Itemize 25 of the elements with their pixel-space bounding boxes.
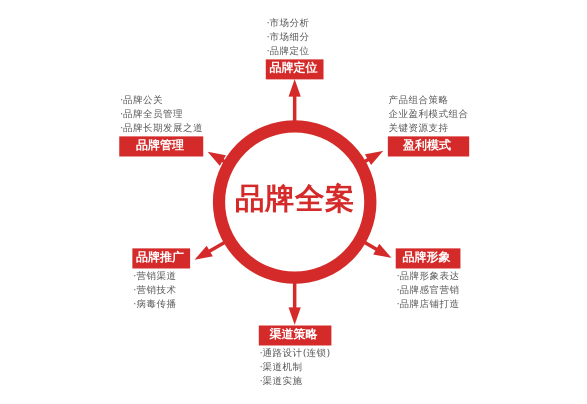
node-label: ·品牌全员管理 xyxy=(120,108,183,120)
node-label: 关键资源支持 xyxy=(388,122,448,134)
node-label: 企业盈利模式组合 xyxy=(388,108,468,120)
node-label: ·病毒传播 xyxy=(132,298,176,310)
node-label: ·市场分析 xyxy=(266,18,310,29)
node-label: ·品牌定位 xyxy=(266,46,310,57)
node-label: ·品牌感官营销 xyxy=(396,284,460,296)
node-box: 品牌定位 xyxy=(265,59,324,80)
node-box: 渠道策略 xyxy=(258,325,331,346)
node-label: ·品牌长期发展之道 xyxy=(120,122,203,134)
node-label: ·市场细分 xyxy=(266,32,310,43)
node-box: 品牌管理 xyxy=(118,136,203,156)
node-label: ·营销渠道 xyxy=(132,270,176,282)
node-box: 品牌形象 xyxy=(395,248,460,269)
node-label: 产品组合策略 xyxy=(388,94,448,106)
node-label: ·品牌形象表达 xyxy=(396,270,460,282)
node-circle: 品牌全案 xyxy=(212,120,376,284)
node-box: 盈利模式 xyxy=(387,136,469,156)
node-label: ·通路设计(连锁) xyxy=(259,348,330,359)
node-label: ·渠道机制 xyxy=(259,362,302,373)
node-box: 品牌推广 xyxy=(132,248,190,269)
node-label: ·品牌公关 xyxy=(120,94,163,106)
node-label: ·渠道实施 xyxy=(259,376,302,387)
node-label: ·品牌店铺打造 xyxy=(396,298,460,310)
node-label: ·营销技术 xyxy=(132,284,176,296)
